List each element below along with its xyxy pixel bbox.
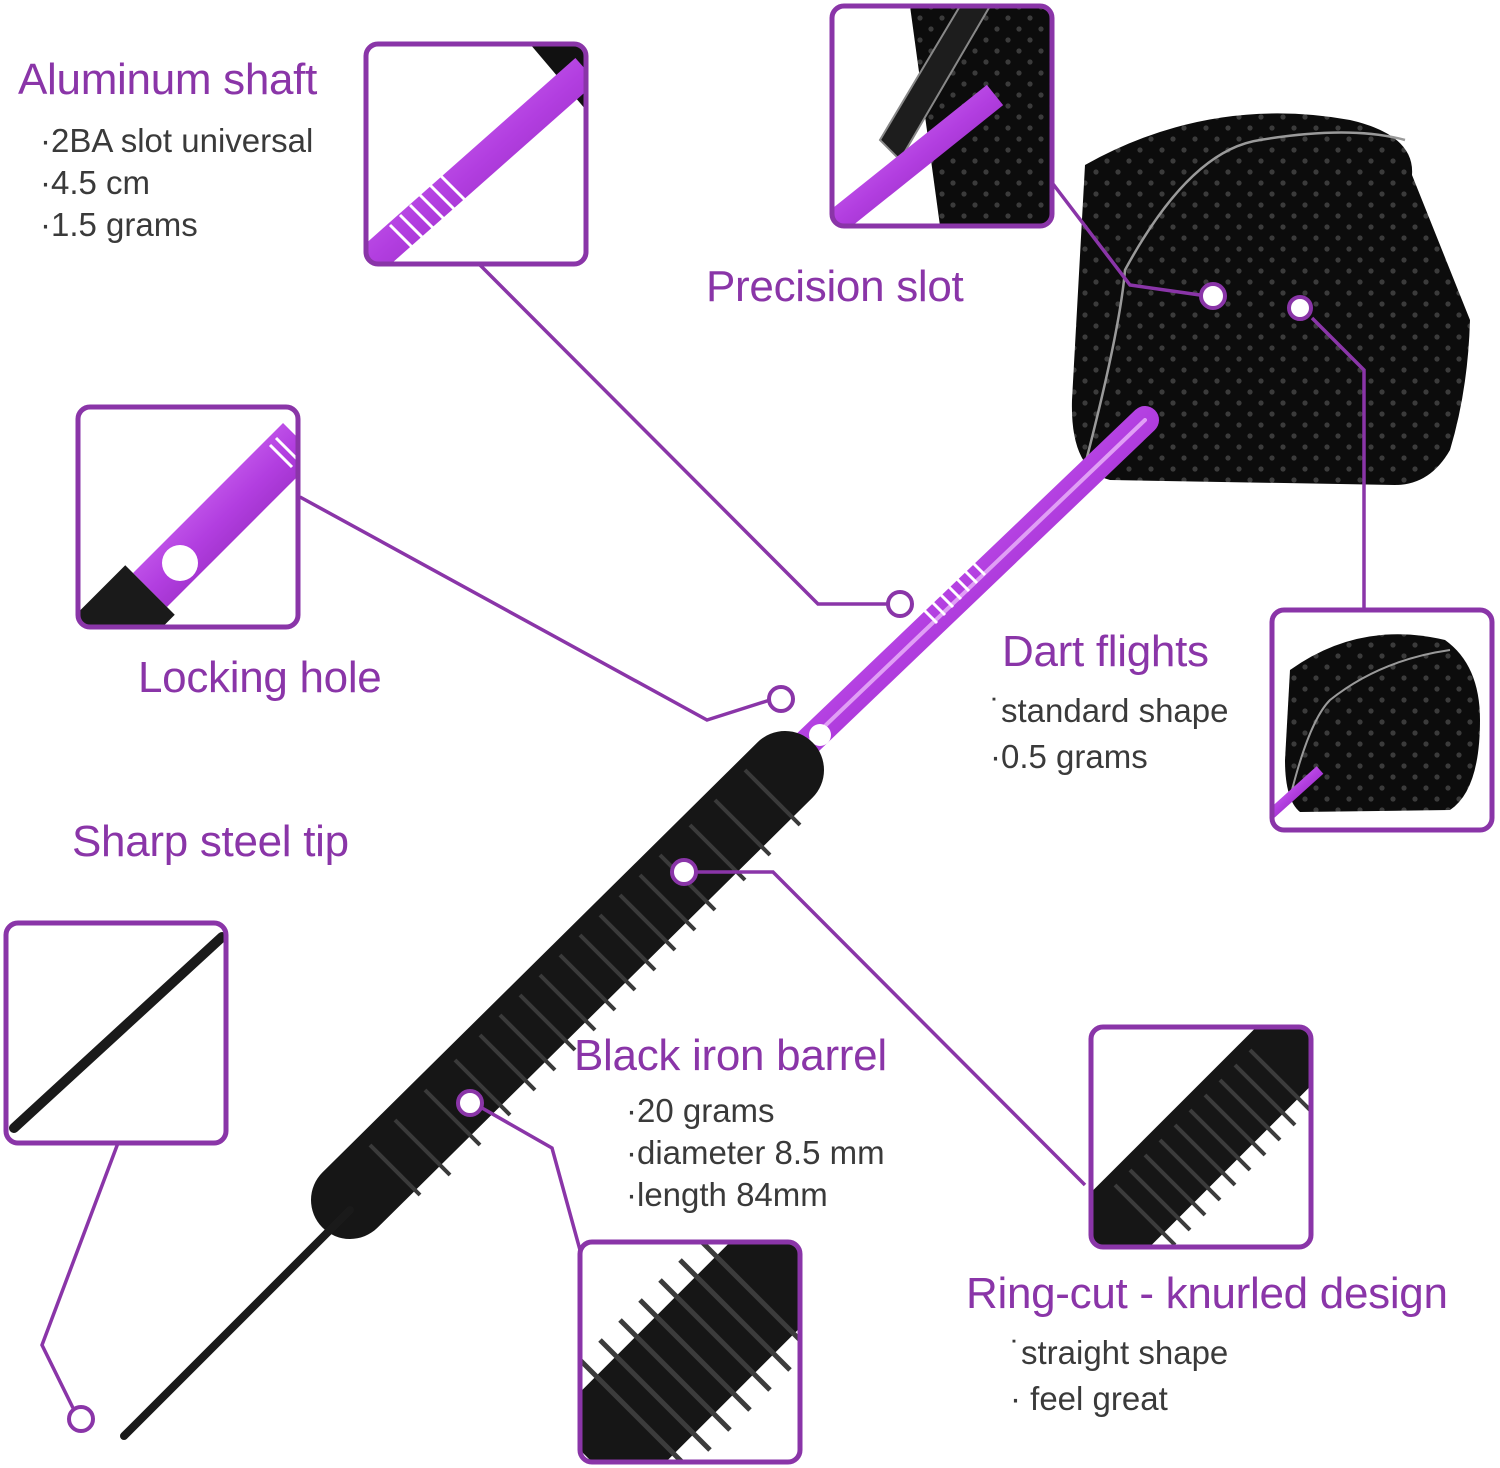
- tip-closeup-frame: [3, 920, 229, 1146]
- dart-flights-title: Dart flights: [1002, 627, 1209, 676]
- black-iron-barrel-title: Black iron barrel: [574, 1031, 887, 1080]
- ring-cut-specs: ˙straight shape · feel great: [1010, 1330, 1448, 1422]
- slot-closeup-frame: [829, 3, 1055, 229]
- spec-line: ·length 84mm: [626, 1176, 828, 1213]
- aluminum-shaft-title: Aluminum shaft: [18, 55, 318, 104]
- dart-flights-callout: Dart flights ˙standard shape ·0.5 grams: [990, 627, 1229, 780]
- spec-line: ·20 grams: [626, 1092, 775, 1129]
- aluminum-shaft-specs: ·2BA slot universal ·4.5 cm ·1.5 grams: [40, 120, 317, 246]
- black-iron-barrel-callout: Black iron barrel ·20 grams ·diameter 8.…: [574, 1034, 887, 1216]
- ring-cut-title: Ring-cut - knurled design: [966, 1269, 1448, 1318]
- spec-line: · feel great: [1010, 1380, 1168, 1417]
- dart-flights-specs: ˙standard shape ·0.5 grams: [990, 688, 1229, 780]
- spec-line: ·2BA slot universal: [40, 122, 314, 159]
- precision-slot-title: Precision slot: [706, 262, 964, 311]
- barrel-closeup-frame: [577, 1239, 803, 1465]
- locking-hole-title: Locking hole: [138, 653, 382, 702]
- main-dart: [120, 113, 1470, 1440]
- spec-line: ˙straight shape: [1010, 1334, 1229, 1371]
- flight-closeup-frame: [1269, 607, 1495, 833]
- shaft-closeup-frame: [363, 41, 589, 267]
- aluminum-shaft-callout: Aluminum shaft ·2BA slot universal ·4.5 …: [18, 58, 317, 246]
- spec-line: ·4.5 cm: [40, 164, 151, 201]
- spec-line: ˙standard shape: [990, 692, 1229, 729]
- knurl-closeup-frame: [1088, 1024, 1314, 1250]
- spec-line: ·0.5 grams: [990, 738, 1148, 775]
- leader-dots: [67, 282, 1313, 1433]
- ring-cut-callout: Ring-cut - knurled design ˙straight shap…: [966, 1272, 1448, 1422]
- spec-line: ·1.5 grams: [40, 206, 198, 243]
- locking-hole-closeup-frame: [75, 404, 301, 630]
- spec-line: ·diameter 8.5 mm: [626, 1134, 885, 1171]
- flight-icon: [1071, 113, 1470, 485]
- leader-lines: [40, 178, 1366, 1409]
- sharp-steel-tip-title: Sharp steel tip: [72, 817, 349, 866]
- black-iron-barrel-specs: ·20 grams ·diameter 8.5 mm ·length 84mm: [626, 1090, 887, 1216]
